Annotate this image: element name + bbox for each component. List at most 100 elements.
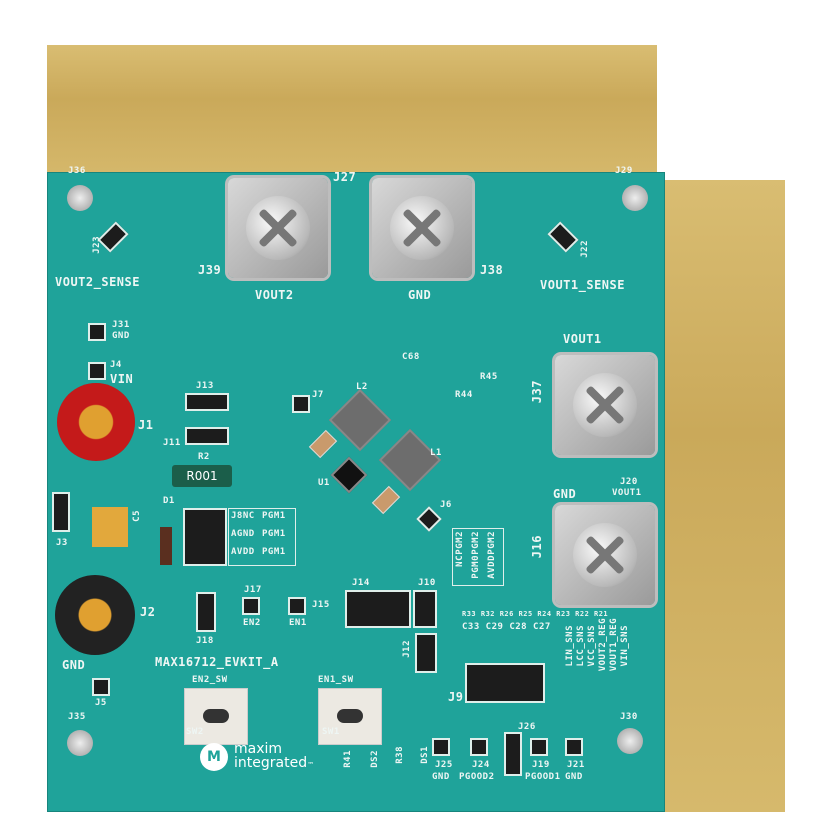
label-j38: J38: [480, 263, 504, 277]
label-j24: J24: [472, 760, 490, 770]
header-j9[interactable]: [465, 663, 545, 703]
jumper-j26[interactable]: [504, 732, 522, 776]
banana-jack-vin-red[interactable]: [57, 383, 135, 461]
screw-icon: [573, 373, 637, 437]
label-r41: R41: [343, 750, 353, 768]
label-pgood1: PGOOD1: [525, 772, 561, 782]
switch-sw2-en2[interactable]: [184, 688, 248, 745]
label-j39: J39: [198, 263, 222, 277]
right-gold-tab: [662, 180, 785, 812]
screw-icon: [573, 523, 637, 587]
header-j7[interactable]: [292, 395, 310, 413]
label-j15: J15: [312, 600, 330, 610]
tantalum-capacitor-c5: [92, 507, 128, 547]
diode-d1: [160, 527, 172, 565]
label-j30: J30: [620, 712, 638, 722]
label-j20: J20: [620, 477, 638, 487]
label-pgm0: PGM0: [471, 555, 481, 579]
jumper-j18[interactable]: [196, 592, 216, 632]
label-d1: D1: [163, 496, 175, 506]
label-ds2: DS2: [370, 750, 380, 768]
label-l2: L2: [356, 382, 368, 392]
mounting-hole: [617, 728, 643, 754]
switch-knob: [203, 709, 229, 723]
header-j5[interactable]: [92, 678, 110, 696]
header-j3[interactable]: [52, 492, 70, 532]
mounting-hole: [67, 185, 93, 211]
label-avdd: AVDD: [231, 547, 255, 557]
label-vout2-reg: VOUT2_REG: [598, 618, 608, 672]
header-j17[interactable]: [242, 597, 260, 615]
label-j21: J21: [567, 760, 585, 770]
header-j19[interactable]: [530, 738, 548, 756]
label-en2: EN2: [243, 618, 261, 628]
label-j18: J18: [196, 636, 214, 646]
label-r38: R38: [395, 746, 405, 764]
label-pgm1: PGM1: [262, 547, 286, 557]
label-r44: R44: [455, 390, 473, 400]
label-j4: J4: [110, 360, 122, 370]
label-en1-sw: EN1_SW: [318, 675, 354, 685]
label-vout1-sense: VOUT1_SENSE: [540, 278, 625, 292]
label-j17: J17: [244, 585, 262, 595]
header-j21[interactable]: [565, 738, 583, 756]
label-j29: J29: [615, 166, 633, 176]
mounting-hole: [67, 730, 93, 756]
top-gold-tab: [47, 45, 657, 180]
label-pgm2: PGM2: [487, 531, 497, 555]
jumper-j8-pgm1[interactable]: [183, 508, 227, 566]
label-j23: J23: [92, 236, 102, 254]
switch-sw1-en1[interactable]: [318, 688, 382, 745]
header-j24[interactable]: [470, 738, 488, 756]
jumper-j13[interactable]: [185, 393, 229, 411]
label-sw1: SW1: [322, 727, 340, 737]
screw-icon: [246, 196, 310, 260]
label-j12: J12: [402, 640, 412, 658]
label-vout1-reg: VOUT1_REG: [609, 618, 619, 672]
board-name: MAX16712_EVKIT_A: [155, 655, 279, 669]
jumper-j10[interactable]: [413, 590, 437, 628]
label-capacitors: C33 C29 C28 C27: [462, 622, 551, 632]
label-pgm1: PGM1: [262, 511, 286, 521]
terminal-gnd-right[interactable]: [555, 505, 655, 605]
pgm1-table: [228, 508, 296, 566]
label-l1: L1: [430, 448, 442, 458]
label-j36: J36: [68, 166, 86, 176]
label-pgood2: PGOOD2: [459, 772, 495, 782]
label-j37: J37: [530, 380, 544, 404]
label-j19: J19: [532, 760, 550, 770]
label-c5: C5: [132, 510, 142, 522]
banana-jack-gnd-black[interactable]: [55, 575, 135, 655]
jumper-j11[interactable]: [185, 427, 229, 445]
header-j25[interactable]: [432, 738, 450, 756]
header-j31[interactable]: [88, 323, 106, 341]
label-pgm1: PGM1: [262, 529, 286, 539]
label-j9: J9: [448, 690, 464, 704]
label-j25: J25: [435, 760, 453, 770]
terminal-vout2[interactable]: [228, 178, 328, 278]
header-j15[interactable]: [288, 597, 306, 615]
screw-icon: [390, 196, 454, 260]
terminal-gnd-top[interactable]: [372, 178, 472, 278]
header-j12[interactable]: [415, 633, 437, 673]
terminal-vout1[interactable]: [555, 355, 655, 455]
label-en1: EN1: [289, 618, 307, 628]
label-j1: J1: [138, 418, 154, 432]
jumper-j14[interactable]: [345, 590, 411, 628]
label-j22: J22: [580, 240, 590, 258]
label-agnd: AGND: [231, 529, 255, 539]
label-j31-gnd: GND: [112, 331, 130, 341]
label-vout2: VOUT2: [255, 288, 294, 302]
label-u1: U1: [318, 478, 330, 488]
pgm2-table: [452, 528, 504, 586]
label-j20-vout1: VOUT1: [612, 488, 642, 498]
label-vin-sns: VIN_SNS: [620, 625, 630, 667]
label-lin-sns: LIN_SNS: [565, 625, 575, 667]
header-j4[interactable]: [88, 362, 106, 380]
label-r2: R2: [198, 452, 210, 462]
label-j35: J35: [68, 712, 86, 722]
label-pgm2: PGM2: [471, 531, 481, 555]
label-j3: J3: [56, 538, 68, 548]
